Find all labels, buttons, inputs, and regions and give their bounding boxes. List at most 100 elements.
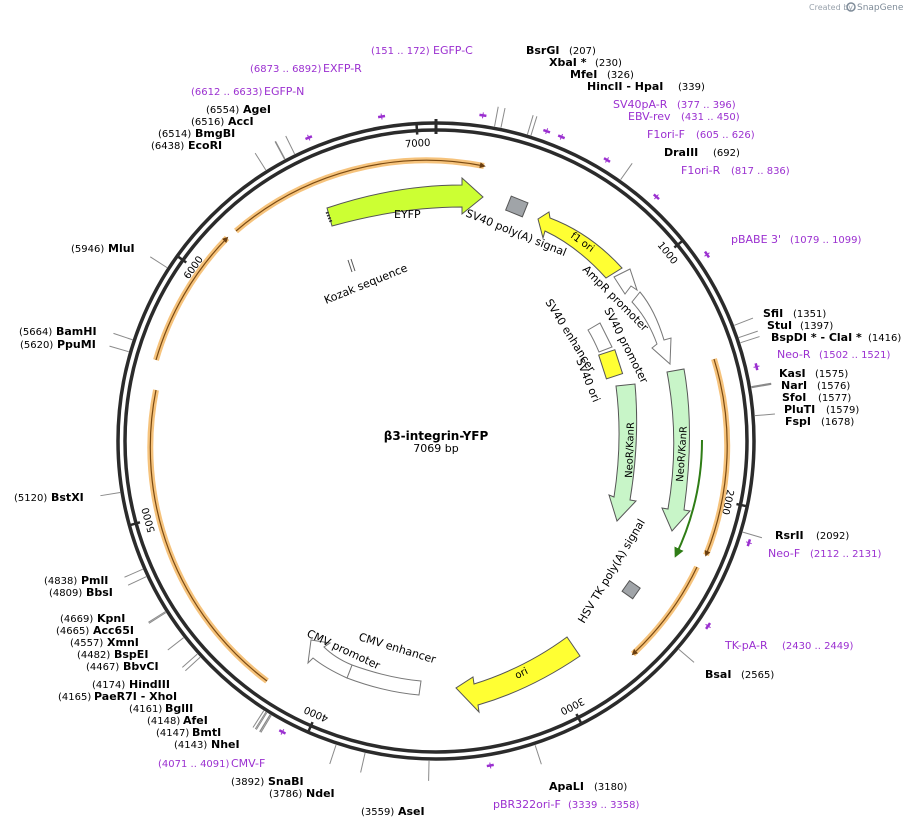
primer-leader — [380, 113, 383, 120]
plasmid-name: β3-integrin-YFP — [384, 429, 489, 443]
feat-label-eyfp: EYFP — [394, 208, 421, 221]
enzyme-position: (4161) — [129, 704, 162, 715]
enzyme-position: (1351) — [793, 309, 826, 320]
feat-label-ori: ori — [513, 666, 530, 682]
enzyme-position: (4148) — [147, 716, 180, 727]
enzyme-position: (4809) — [49, 588, 82, 599]
enzyme-name: BspDI * - ClaI * — [771, 331, 862, 344]
enzyme-leader — [149, 256, 168, 269]
enzyme-position: (6516) — [191, 117, 224, 128]
ori-arrow — [455, 636, 581, 714]
primer-leader — [753, 365, 760, 368]
enzyme-leader — [526, 115, 534, 135]
enzyme-position: (1397) — [800, 321, 833, 332]
cmv-promoter-arrow — [307, 639, 353, 679]
feat-label-neor-2: NeoR/KanR — [675, 426, 690, 483]
primer-range: (1079 .. 1099) — [790, 235, 862, 246]
scale-tick — [673, 239, 684, 249]
enzyme-name: BbsI — [86, 586, 113, 599]
scale-tick — [176, 255, 187, 264]
enzyme-leader — [167, 637, 184, 651]
primer-range: (605 .. 626) — [696, 130, 755, 141]
enzyme-position: (2565) — [741, 670, 774, 681]
enzyme-leader — [255, 712, 268, 730]
enzyme-leader — [254, 711, 267, 730]
enzyme-name: NheI — [211, 738, 240, 751]
enzyme-position: (4174) — [92, 680, 125, 691]
credit-brand: SnapGene — [857, 3, 904, 13]
primer-range: (2112 .. 2131) — [810, 549, 882, 560]
enzyme-position: (1576) — [817, 381, 850, 392]
enzyme-name: SfoI — [782, 391, 806, 404]
enzyme-position: (4669) — [60, 614, 93, 625]
enzyme-name: BmtI — [192, 726, 221, 739]
primer-leader — [481, 112, 484, 119]
enzyme-name: BbvCI — [123, 660, 159, 673]
enzyme-leader — [181, 653, 198, 668]
primer-marks — [278, 112, 760, 769]
scale-tick — [129, 521, 141, 527]
enzyme-name: PluTI — [784, 403, 815, 416]
primer-leader — [280, 729, 285, 735]
feat-label-hsv-tk: HSV TK poly(A) signal — [575, 517, 648, 626]
enzyme-position: (4165) — [58, 692, 91, 703]
primer-leader — [705, 623, 711, 629]
enzyme-name: RsrII — [775, 529, 804, 542]
scale-tick-label: 3000 — [558, 695, 586, 716]
enzyme-leader — [274, 141, 285, 160]
enzyme-name: SnaBI — [268, 775, 304, 788]
primer-range: (1502 .. 1521) — [819, 350, 891, 361]
enzyme-position: (5946) — [71, 244, 104, 255]
enzyme-position: (326) — [607, 70, 634, 81]
enzyme-name: HindIII — [129, 678, 170, 691]
primer-name: F1ori-R — [681, 164, 721, 177]
enzyme-name: BstXI — [51, 491, 84, 504]
enzyme-name: BsaI — [705, 668, 731, 681]
enzyme-name: StuI — [767, 319, 792, 332]
enzyme-name: SfiI — [763, 307, 783, 320]
ampr-promoter-arrow — [613, 268, 638, 295]
enzyme-name: BsrGI — [526, 44, 559, 57]
enzyme-leader — [185, 656, 201, 672]
enzyme-leader — [360, 752, 366, 773]
enzyme-leader — [530, 116, 538, 136]
enzyme-position: (3559) — [361, 807, 394, 818]
neor-arrow-1 — [608, 383, 638, 522]
enzyme-labels: BsrGI (207) XbaI * (230) MfeI (326) Hinc… — [14, 44, 901, 818]
enzyme-name: PpuMI — [57, 338, 96, 351]
enzyme-name: DraIII — [664, 146, 698, 159]
primer-name: pBR322ori-F — [493, 798, 561, 811]
enzyme-position: (3786) — [269, 789, 302, 800]
enzyme-leader — [124, 568, 144, 578]
enzyme-leader — [260, 715, 272, 733]
enzyme-leader — [259, 714, 271, 732]
enzyme-leader — [285, 135, 296, 155]
primer-name: pBABE 3' — [731, 233, 781, 246]
enzyme-position: (207) — [569, 46, 596, 57]
feat-label-sv40-enhancer: SV40 enhancer — [542, 297, 598, 375]
primer-name: EXFP-R — [323, 62, 362, 75]
enzyme-name: PmlI — [81, 574, 108, 587]
enzyme-leader — [127, 576, 147, 586]
enzyme-name: PaeR7I - XhoI — [94, 690, 177, 703]
neo-orf-arc — [674, 439, 704, 558]
primer-leader — [545, 128, 549, 135]
primer-labels: (151 .. 172) EGFP-C SV40pA-R (377 .. 396… — [158, 44, 891, 811]
enzyme-leader — [109, 345, 129, 353]
hsv-tk-box — [621, 579, 641, 600]
primer-range: (3339 .. 3358) — [568, 800, 640, 811]
enzyme-name: MfeI — [570, 68, 597, 81]
enzyme-position: (3180) — [594, 782, 627, 793]
primer-range: (431 .. 450) — [681, 112, 740, 123]
enzyme-name: NarI — [781, 379, 807, 392]
enzyme-position: (1575) — [815, 369, 848, 380]
enzyme-leader — [494, 106, 499, 127]
primer-range: (377 .. 396) — [677, 100, 736, 111]
enzyme-position: (6438) — [151, 141, 184, 152]
enzyme-position: (4143) — [174, 740, 207, 751]
enzyme-name: BamHI — [56, 325, 97, 338]
enzyme-position: (1579) — [826, 405, 859, 416]
enzyme-leader — [751, 383, 772, 388]
primer-range: (151 .. 172) — [371, 46, 430, 57]
enzyme-leader — [100, 491, 121, 497]
